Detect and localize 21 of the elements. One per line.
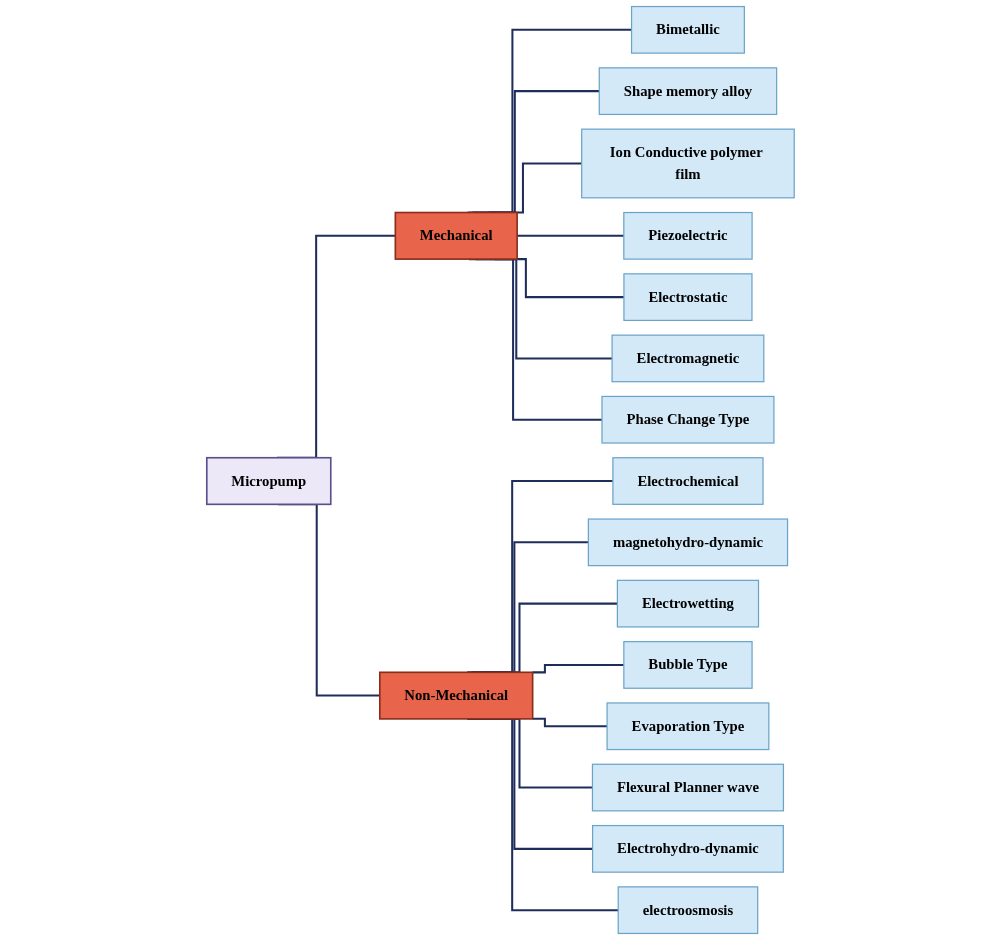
node-box: Electromagnetic — [611, 334, 765, 383]
node-box: Shape memory alloy — [598, 67, 778, 116]
node-box: Micropump — [205, 456, 332, 506]
node-box: Bimetallic — [630, 5, 745, 54]
node-box: Piezoelectric — [623, 211, 753, 260]
node-box: Bubble Type — [623, 641, 753, 689]
node-box: Electrohydro-dynamic — [591, 824, 784, 873]
node-box: magnetohydro-dynamic — [587, 518, 789, 567]
connector — [517, 234, 624, 237]
node-box: Electrostatic — [623, 273, 753, 322]
node-box: Non-Mechanical — [379, 671, 534, 720]
node-box: Phase Change Type — [601, 395, 775, 444]
node-box: Evaporation Type — [606, 702, 770, 751]
connector — [532, 717, 608, 728]
node-box: Ion Conductive polymer film — [581, 128, 795, 199]
node-box: electroosmosis — [617, 886, 759, 935]
node-box: Electrochemical — [612, 457, 764, 505]
connector — [532, 663, 624, 674]
node-box: Electrowetting — [616, 579, 760, 628]
node-box: Mechanical — [394, 211, 518, 260]
node-box: Flexural Planner wave — [591, 763, 785, 812]
